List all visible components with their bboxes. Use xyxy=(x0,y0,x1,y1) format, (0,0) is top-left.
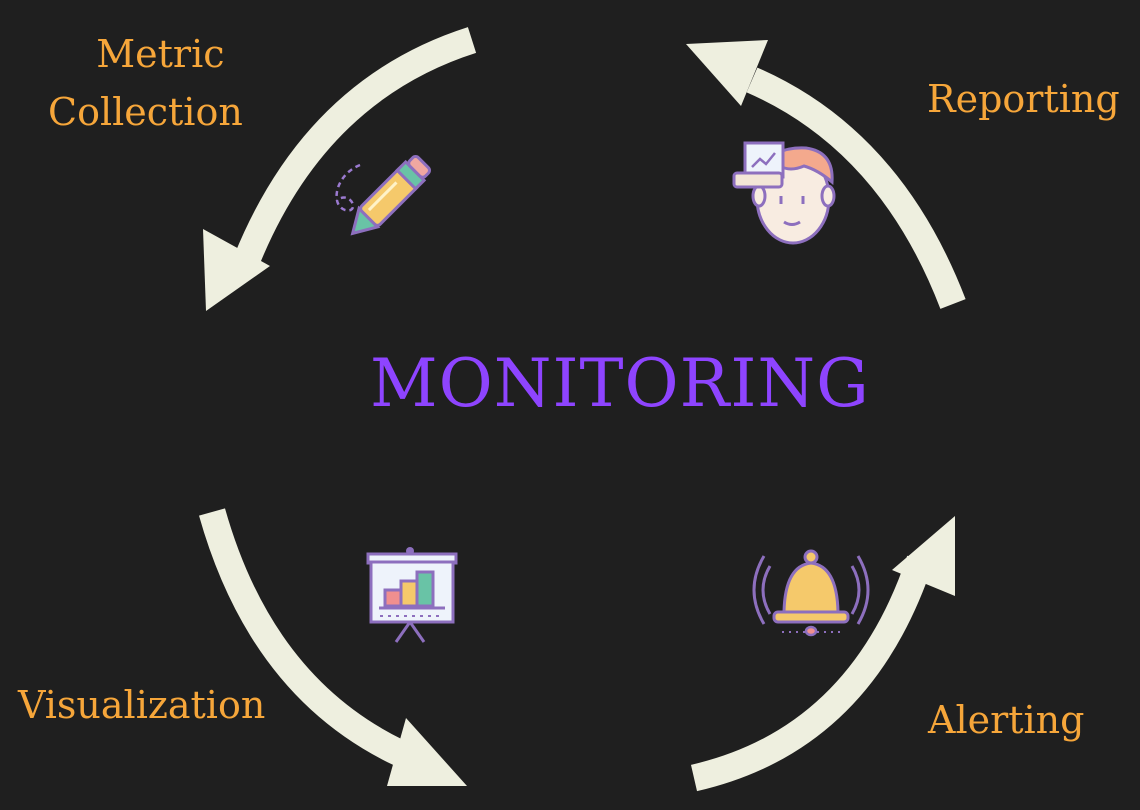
arrow-alerting-to-reporting xyxy=(690,555,933,792)
stage-label-alerting: Alerting xyxy=(928,698,1085,742)
bar-chart-board-icon xyxy=(366,547,458,643)
arrow-collection-to-visualization xyxy=(233,27,477,268)
presenter-icon xyxy=(732,141,836,245)
bell-icon xyxy=(752,549,870,637)
metric-collection-line-2: Collection xyxy=(48,90,243,134)
arrow-reporting-to-collection xyxy=(746,67,966,309)
metric-collection-line-1: Metric xyxy=(96,32,225,76)
arrowhead-bottom xyxy=(387,718,467,786)
diagram-title: MONITORING xyxy=(370,345,870,422)
arrow-visualization-to-alerting xyxy=(199,508,426,775)
stage-label-visualization: Visualization xyxy=(18,683,266,727)
pen-icon xyxy=(335,155,431,236)
stage-label-metric-collection: Metric Collection xyxy=(48,25,243,141)
cycle-arrows xyxy=(199,27,966,792)
arrowhead-right xyxy=(892,516,955,596)
stage-label-reporting: Reporting xyxy=(927,77,1120,121)
arrowhead-top xyxy=(686,40,768,106)
arrowhead-left xyxy=(203,229,270,311)
